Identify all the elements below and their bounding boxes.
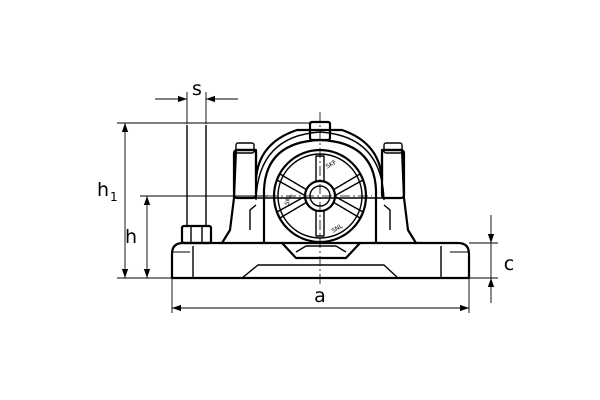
marking-lower: SNL: [330, 222, 344, 234]
dimension-s: s: [155, 78, 238, 124]
dimension-h1: h 1: [97, 122, 312, 278]
housing-base: [170, 241, 471, 280]
label-c: c: [504, 253, 514, 275]
dimension-h: h: [125, 195, 268, 278]
label-h1: h: [97, 179, 109, 201]
label-h1-subscript: 1: [110, 190, 118, 204]
hold-down-bolt: [180, 125, 213, 245]
label-a: a: [314, 285, 326, 307]
label-s: s: [192, 78, 202, 100]
centre-lines: [268, 112, 372, 286]
label-h: h: [125, 226, 137, 248]
dimension-a: a: [171, 278, 470, 313]
dimension-c: c: [469, 215, 514, 303]
marking-top: SKF: [325, 159, 339, 171]
marking-left: SNL: [284, 192, 294, 206]
